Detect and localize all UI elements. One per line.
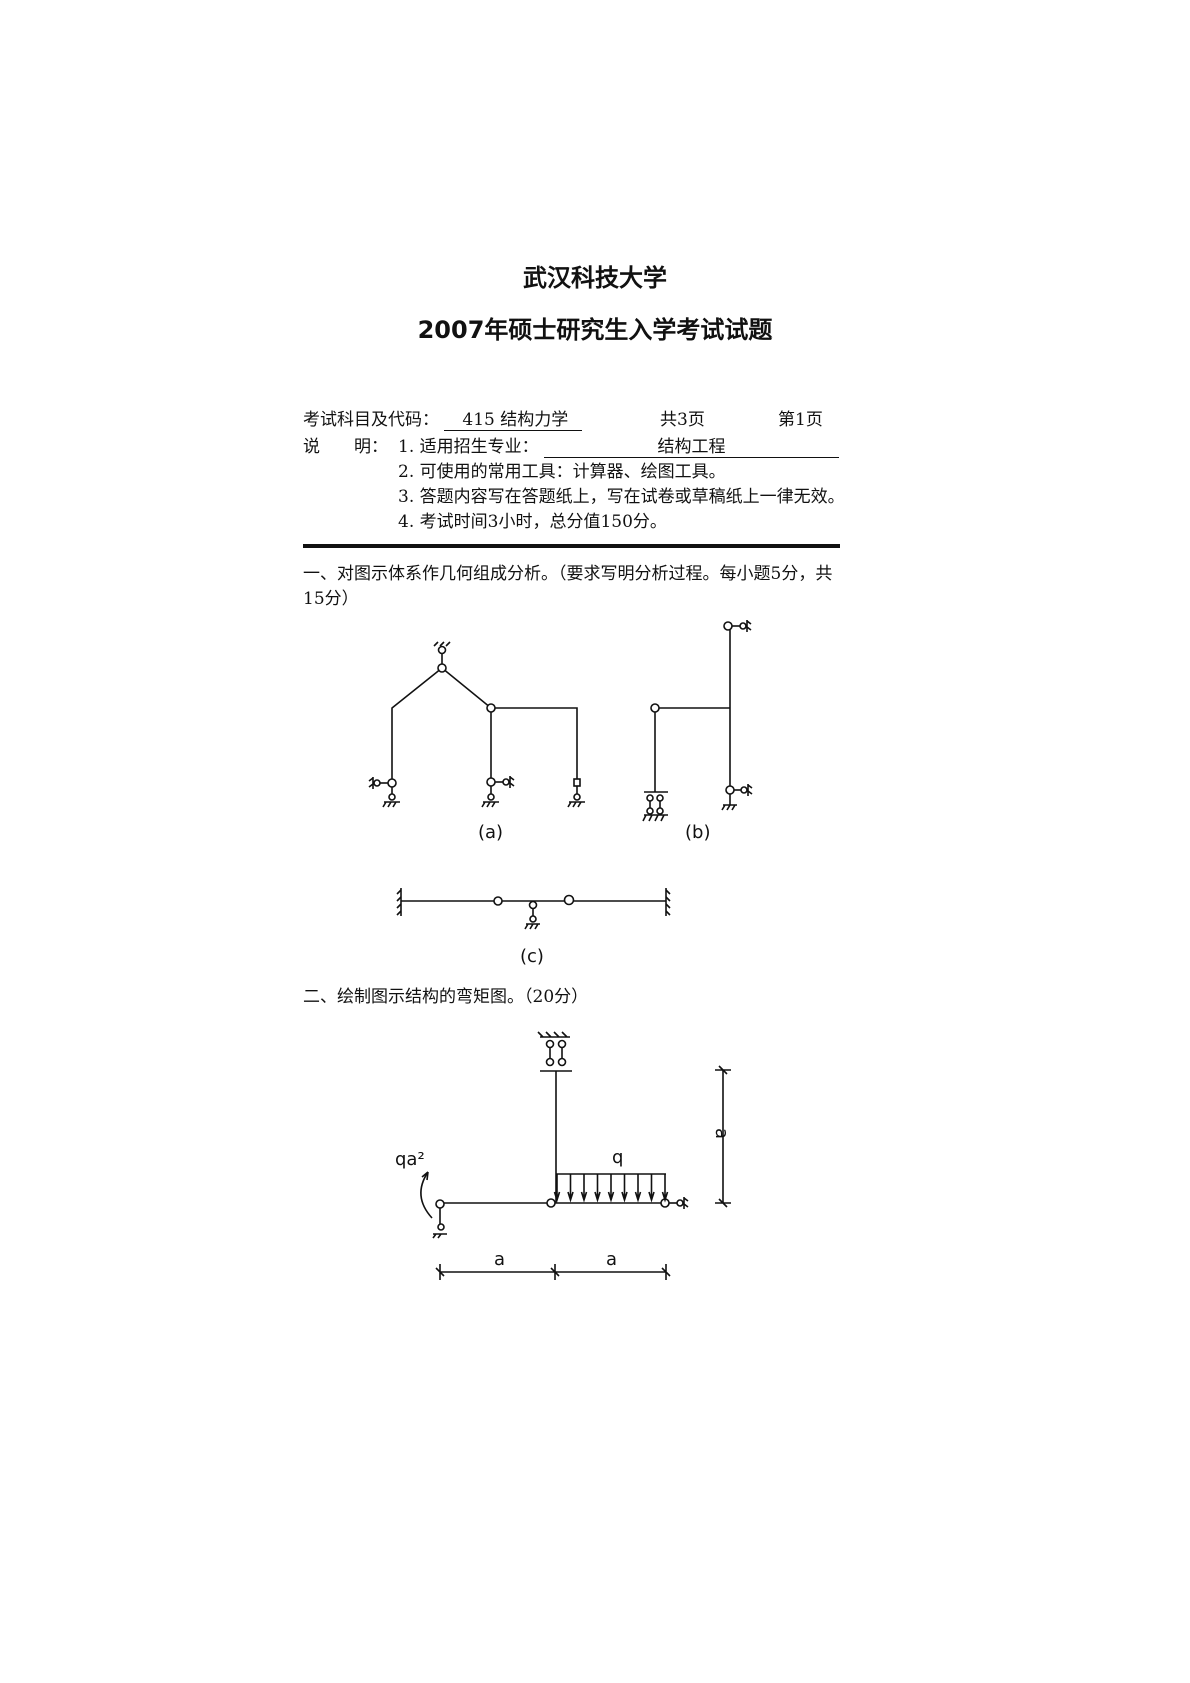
question-1-line2: 15分） xyxy=(303,589,359,609)
load-arrow-icon xyxy=(607,1174,615,1203)
load-arrow-icon xyxy=(648,1174,655,1203)
pin-support-icon xyxy=(481,776,515,808)
note-1-prefix: 1. 适用招生专业： xyxy=(398,437,539,457)
exam-title: 2007年硕士研究生入学考试试题 xyxy=(417,316,773,344)
moment-arrow-icon xyxy=(420,1171,433,1219)
subject-value: 415 结构力学 xyxy=(444,405,583,431)
figure-q2: q qa² a a a xyxy=(395,1031,732,1280)
moment-label: qa² xyxy=(395,1149,425,1170)
dimension-label-left: a xyxy=(494,1249,505,1270)
university-title: 武汉科技大学 xyxy=(523,264,667,292)
notes-label: 说 明： xyxy=(303,437,388,457)
figure-c-label: (c) xyxy=(520,946,544,967)
subject-row: 考试科目及代码： 415 结构力学 xyxy=(303,405,583,431)
note-3: 3. 答题内容写在答题纸上，写在试卷或草稿纸上一律无效。 xyxy=(398,487,845,507)
load-arrow-icon xyxy=(594,1174,601,1203)
load-arrow-icon xyxy=(580,1174,588,1203)
note-2: 2. 可使用的常用工具：计算器、绘图工具。 xyxy=(398,462,726,482)
figure-a: (a) xyxy=(368,641,585,843)
figure-b: (b) xyxy=(642,620,753,843)
load-arrow-icon xyxy=(553,1174,561,1203)
load-arrow-icon xyxy=(567,1174,574,1203)
total-pages: 共3页 xyxy=(660,410,705,430)
load-arrow-icon xyxy=(634,1174,642,1203)
note-1-value: 结构工程 xyxy=(544,432,840,458)
figure-c: (c) xyxy=(396,888,671,967)
dimension-label-right: a xyxy=(606,1249,617,1270)
roller-support-icon xyxy=(642,791,668,822)
pin-support-icon xyxy=(368,777,400,808)
load-arrow-icon xyxy=(621,1174,628,1203)
distributed-load xyxy=(553,1173,669,1203)
question-1-line1: 一、对图示体系作几何组成分析。（要求写明分析过程。每小题5分，共 xyxy=(303,564,833,584)
subject-label: 考试科目及代码： xyxy=(303,410,439,430)
question-2-text: 二、绘制图示结构的弯矩图。（20分） xyxy=(303,987,589,1007)
page-number: 第1页 xyxy=(778,410,823,430)
dimension-label-vertical: a xyxy=(711,1128,732,1139)
pin-support-icon xyxy=(567,778,585,808)
note-1: 1. 适用招生专业： 结构工程 xyxy=(398,432,840,458)
figure-b-label: (b) xyxy=(685,822,710,843)
header-divider xyxy=(303,544,840,548)
load-label: q xyxy=(612,1147,623,1168)
figure-a-label: (a) xyxy=(478,822,503,843)
load-arrow-icon xyxy=(661,1174,669,1203)
note-4: 4. 考试时间3小时，总分值150分。 xyxy=(398,512,667,532)
